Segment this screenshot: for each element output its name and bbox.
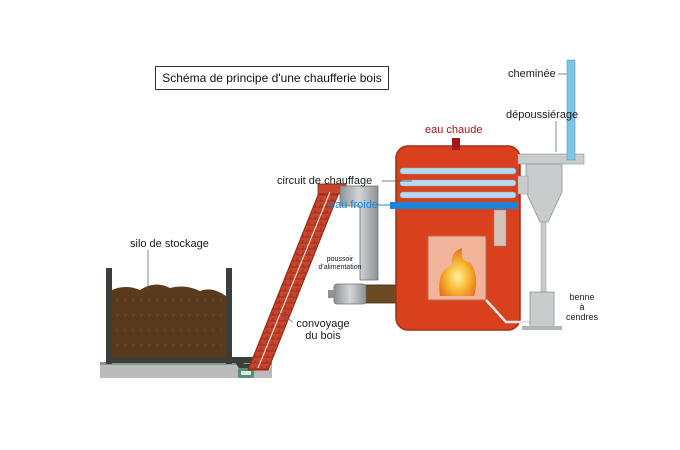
label-pousseur-line1: poussoir <box>326 256 354 263</box>
label-convoyage: convoyage du bois <box>292 318 354 342</box>
hot-water-outlet <box>452 138 460 150</box>
label-convoyage-line1: convoyage <box>296 318 350 330</box>
heating-coil-3 <box>399 191 517 199</box>
label-benne-line1: benne <box>569 292 595 302</box>
flue-tube <box>493 209 507 247</box>
label-pousseur: poussoir d'alimentation <box>316 256 364 272</box>
label-cheminee: cheminée <box>508 68 556 80</box>
pusher-rod <box>328 290 336 298</box>
label-benne-line2: à <box>579 302 585 312</box>
conveyor-shaft <box>257 191 331 369</box>
ash-bin-base <box>522 326 562 330</box>
silo-left-wall <box>106 268 112 364</box>
wood-chip-pile <box>112 284 226 357</box>
silo-floor <box>106 357 256 363</box>
heating-coil-2 <box>399 179 517 187</box>
silo-right-wall <box>226 268 232 364</box>
label-depoussierage: dépoussiérage <box>506 109 579 121</box>
fire-flame <box>439 248 477 296</box>
flue-connector <box>517 175 529 195</box>
diagram-title: Schéma de principe d'une chaufferie bois <box>155 66 389 90</box>
label-circuit: circuit de chauffage <box>277 175 373 187</box>
heating-coil-1 <box>399 167 517 175</box>
ash-bin <box>529 291 555 329</box>
cyclone-drop-pipe <box>540 221 547 293</box>
label-eau-chaude: eau chaude <box>425 124 483 136</box>
leader-convoyage <box>277 311 294 323</box>
label-convoyage-line2: du bois <box>305 330 341 342</box>
label-silo: silo de stockage <box>130 238 209 250</box>
chimney-pipe <box>566 59 576 161</box>
ground-slab-top <box>100 362 272 365</box>
cyclone-body <box>525 163 563 223</box>
ash-line <box>485 299 536 324</box>
ground-slab <box>100 362 272 378</box>
label-pousseur-line2: d'alimentation <box>318 264 362 271</box>
label-benne-line3: cendres <box>565 312 599 322</box>
pusher-piston <box>333 283 367 305</box>
label-eau-froide: eau froide <box>329 199 378 211</box>
feed-chute <box>339 185 379 281</box>
cold-water-inlet <box>390 202 518 209</box>
label-benne: benne à cendres <box>560 292 604 322</box>
conveyor-pit-inner <box>241 371 251 375</box>
